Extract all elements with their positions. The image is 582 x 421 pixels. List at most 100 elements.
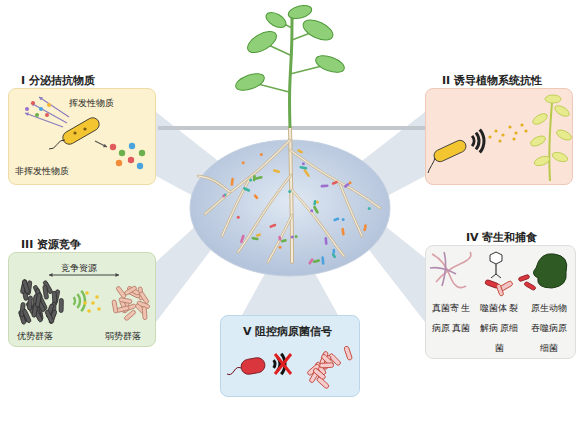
panel-figure: [227, 346, 353, 389]
panel-figure: [25, 97, 145, 169]
arrow-head: [49, 273, 53, 277]
bacterium: [278, 235, 282, 240]
root: [268, 215, 292, 262]
bacterium: [251, 237, 258, 241]
bacterium: [44, 309, 54, 323]
panel-title: V 阻控病原菌信号: [243, 325, 332, 338]
molecule-dot: [25, 107, 29, 111]
molecule-dot: [524, 129, 527, 132]
bacterium: [496, 284, 504, 297]
root: [205, 140, 290, 214]
molecule-dot: [488, 135, 491, 138]
leaf: [529, 134, 547, 148]
bacterium: [281, 239, 287, 243]
molecule-dot: [95, 295, 99, 299]
bacterium: [324, 237, 327, 245]
bacterium: [253, 194, 259, 200]
arrow-head: [25, 112, 29, 116]
molecule-dot: [342, 218, 345, 221]
leaf: [234, 70, 267, 93]
bacterium: [22, 309, 31, 323]
bacterium: [312, 259, 320, 263]
panel-box: IV 寄生和捕食真菌寄 生病原 真菌噬菌体 裂解病 原细菌原生动物 吞噬病原 细…: [425, 245, 576, 359]
block-cross: [275, 354, 291, 374]
arrow-line: [25, 113, 63, 127]
panel-label: 优势群落: [17, 331, 53, 341]
molecule-dot: [91, 301, 95, 305]
root-core: [222, 178, 250, 236]
leaf: [300, 16, 336, 44]
text-slot: 噬菌体 裂解病 原细菌: [477, 296, 521, 356]
bacterium: [308, 258, 314, 265]
fungal-hypha: [442, 252, 446, 286]
molecule-dot: [501, 133, 504, 136]
molecule-dot: [260, 153, 263, 156]
panel-title: IV 寄生和捕食: [466, 231, 537, 244]
root-core: [290, 150, 380, 208]
bacterium: [112, 300, 118, 313]
signal-arc: [472, 136, 474, 146]
root: [290, 150, 380, 208]
text-slot: 真菌寄 生病原 真菌: [429, 296, 473, 336]
bacterium: [320, 184, 328, 187]
text-slot: IV 寄生和捕食: [466, 226, 537, 246]
root: [340, 184, 362, 236]
leaf: [531, 112, 549, 127]
bacterium: [299, 166, 307, 170]
panel-box: I 分泌拮抗物质挥发性物质非挥发性物质: [8, 88, 156, 185]
panel-title: III 资源竞争: [21, 238, 81, 251]
molecule-dot: [39, 107, 43, 111]
root-core: [205, 140, 290, 214]
molecule-dot: [222, 195, 225, 198]
text-slot: 竞争资源: [61, 256, 97, 276]
panel-box: II 诱导植物系统抗性: [425, 88, 573, 185]
bacterium: [313, 368, 327, 381]
root-core: [340, 184, 362, 236]
molecule-dot: [310, 209, 313, 212]
molecule-dot: [83, 127, 86, 130]
text-slot: 弱势群落: [105, 324, 141, 344]
bacterium: [59, 298, 63, 312]
text-slot: III 资源竞争: [21, 233, 81, 253]
panel-illustration: [426, 89, 574, 186]
arrow-line: [95, 141, 107, 147]
bacterium: [119, 297, 133, 303]
molecule-dot: [295, 235, 298, 238]
root: [222, 178, 250, 236]
molecule-dot: [83, 301, 87, 305]
bacterium: [27, 296, 32, 310]
panel-figure: [18, 273, 150, 325]
plant-stem: [549, 103, 552, 181]
bacterium: [230, 178, 234, 186]
arrow-head: [115, 273, 119, 277]
molecule-dot: [520, 123, 523, 126]
molecule-dot: [87, 309, 91, 313]
molecule-dot: [237, 216, 240, 219]
phage-head: [490, 252, 502, 264]
bacterium: [333, 249, 336, 254]
protozoan: [533, 254, 566, 288]
molecule-dot: [288, 190, 291, 193]
rhizosphere-microbes: [222, 149, 371, 265]
signal-arc: [480, 129, 484, 152]
panel-title: I 分泌拮抗物质: [21, 74, 95, 87]
bacterium: [321, 256, 324, 265]
root-core: [198, 176, 230, 192]
molecule-dot: [97, 307, 101, 311]
bacterium: [142, 306, 147, 319]
plant: [198, 3, 380, 262]
text-slot: 优势群落: [17, 324, 53, 344]
molecule-dot: [291, 236, 294, 239]
panel-figure: [430, 252, 567, 296]
molecule-dot: [514, 131, 517, 134]
signal-arc: [81, 291, 85, 312]
bacterium: [240, 234, 245, 243]
molecule-dot: [316, 200, 319, 203]
molecule-dot: [279, 246, 282, 249]
bacterium: [524, 281, 536, 290]
molecule-dot: [110, 144, 116, 150]
leaf: [314, 52, 347, 75]
leaf: [287, 3, 313, 21]
signal-arc: [476, 133, 479, 150]
